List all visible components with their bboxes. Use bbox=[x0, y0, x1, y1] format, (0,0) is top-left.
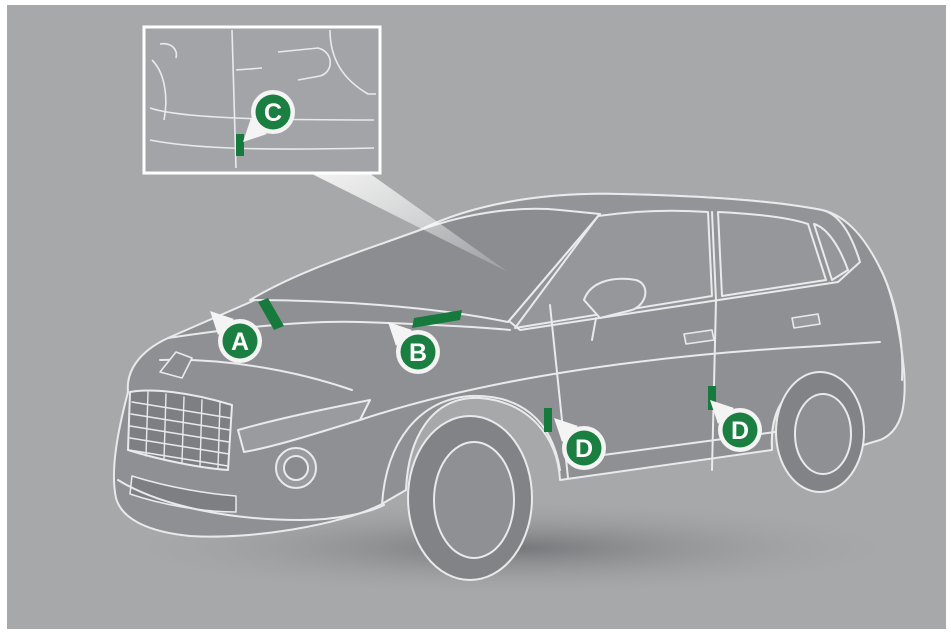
label-marker-d-rear bbox=[708, 386, 716, 410]
badge-d-rear: D bbox=[710, 400, 762, 452]
badge-d-rear-label: D bbox=[731, 417, 749, 445]
badge-c-label: C bbox=[264, 99, 282, 127]
badge-d-front: D bbox=[554, 418, 606, 470]
label-marker-c bbox=[236, 134, 244, 156]
front-wheel bbox=[407, 415, 533, 581]
label-markers bbox=[258, 298, 716, 432]
badge-d-front-label: D bbox=[575, 435, 593, 463]
label-marker-a bbox=[258, 298, 284, 330]
rear-wheel bbox=[775, 371, 865, 493]
badge-a-label: A bbox=[231, 328, 249, 356]
badge-a: A bbox=[210, 311, 262, 363]
badge-c: C bbox=[243, 90, 295, 142]
car-illustration bbox=[112, 192, 906, 538]
badge-b-label: B bbox=[409, 339, 427, 367]
label-marker-b bbox=[412, 310, 462, 328]
badge-b: B bbox=[388, 322, 440, 374]
label-marker-d-front bbox=[544, 408, 552, 432]
callout-beam bbox=[300, 168, 508, 272]
